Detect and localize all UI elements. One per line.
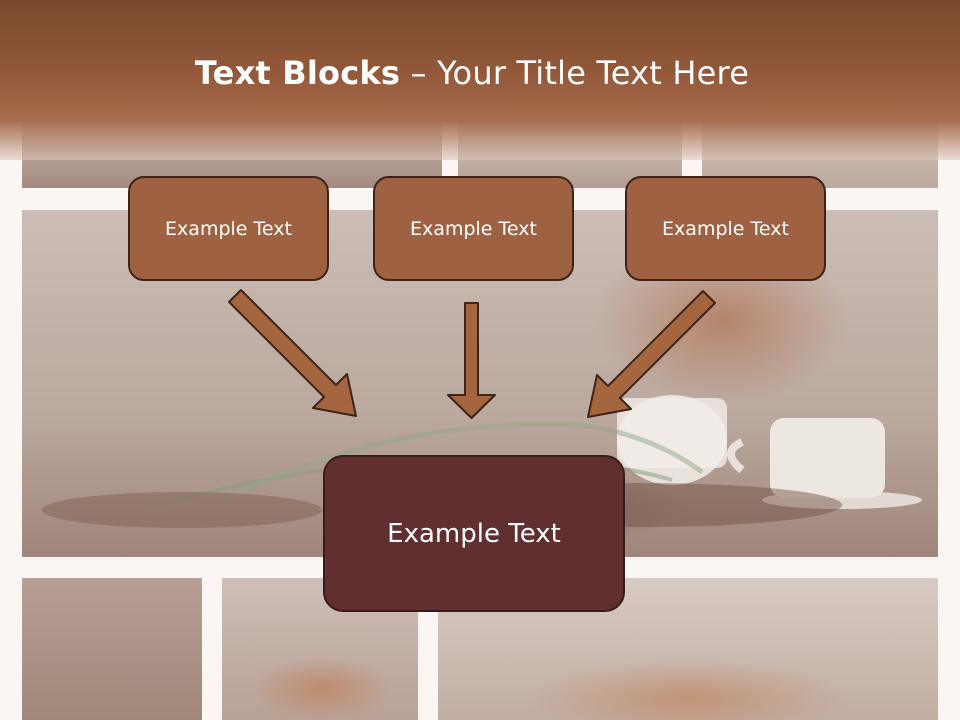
slide-title-bold: Text Blocks bbox=[194, 54, 401, 92]
background-photo-beans bbox=[22, 578, 202, 720]
text-block-top-right-label: Example Text bbox=[662, 217, 789, 240]
text-block-top-center[interactable]: Example Text bbox=[373, 176, 574, 281]
text-block-top-right[interactable]: Example Text bbox=[625, 176, 826, 281]
arrow-center-down bbox=[447, 302, 496, 419]
slide-title-separator: – bbox=[400, 54, 438, 92]
arrow-right-diagonal bbox=[587, 290, 716, 418]
title-bar bbox=[0, 0, 960, 160]
text-block-top-left[interactable]: Example Text bbox=[128, 176, 329, 281]
text-block-top-center-label: Example Text bbox=[410, 217, 537, 240]
arrow-left-diagonal bbox=[228, 289, 357, 417]
slide-title-rest: Your Title Text Here bbox=[437, 54, 750, 92]
text-block-bottom-center[interactable]: Example Text bbox=[323, 455, 625, 612]
text-block-bottom-center-label: Example Text bbox=[387, 518, 561, 549]
slide-title: Text Blocks – Your Title Text Here bbox=[0, 54, 944, 92]
text-block-top-left-label: Example Text bbox=[165, 217, 292, 240]
